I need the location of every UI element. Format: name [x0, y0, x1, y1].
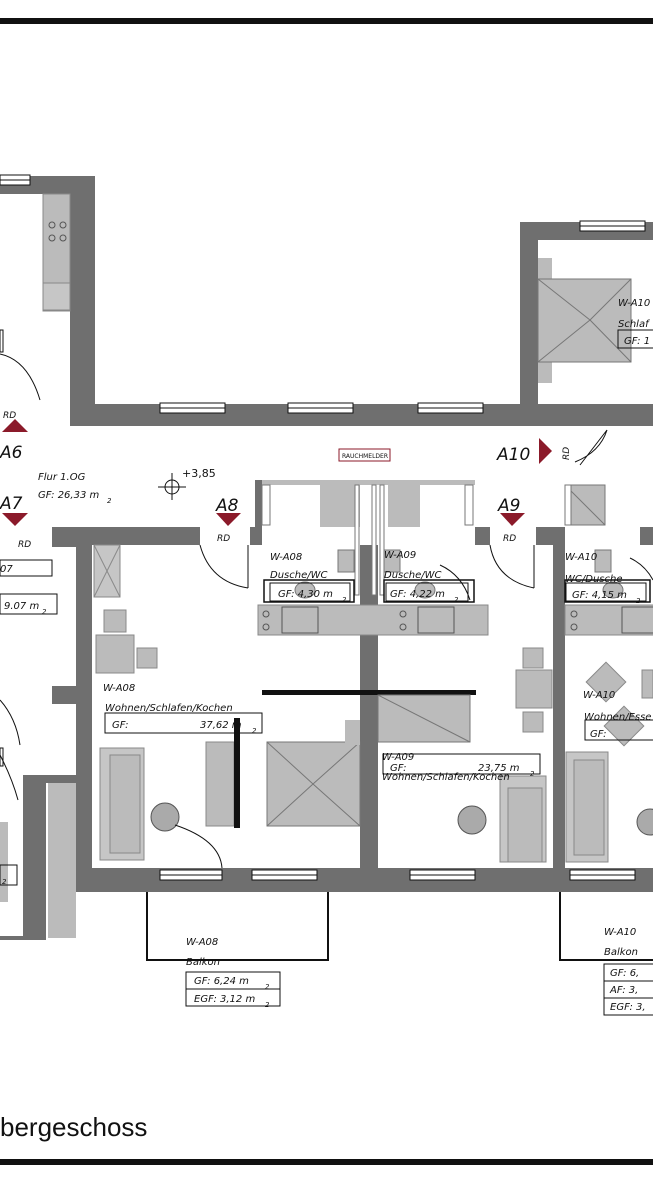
a08-bath-name: Dusche/WC	[270, 570, 327, 581]
marker-a8: A8	[215, 496, 239, 516]
a09-main-code: W-A09	[382, 752, 414, 763]
a08-balkon-gf-sub: 2	[265, 983, 270, 991]
a08-balkon-name: Balkon	[186, 957, 220, 968]
smoke-detector-label: RAUCHMELDER	[342, 453, 388, 460]
marker-a7: A7	[0, 494, 23, 514]
a09-main-gf-label: GF:	[390, 763, 407, 774]
left-room-partial: 07	[0, 564, 13, 575]
a10-balkon-name: Balkon	[604, 947, 638, 958]
a10-main-gf-label: GF:	[590, 729, 607, 740]
balconies	[146, 892, 653, 961]
rd-label: RD	[217, 534, 230, 544]
rd-label: RD	[562, 447, 572, 460]
a08-bath-area: GF: 4,30 m	[278, 589, 333, 600]
a10-main-name: Wohnen/Esse	[584, 712, 651, 723]
a09-main-gf-value: 23,75 m	[478, 763, 520, 774]
area-boxes	[0, 329, 653, 1016]
a08-main-gf-label: GF:	[112, 720, 129, 731]
a09-main-name: Wohnen/Schlafen/Kochen	[382, 772, 510, 783]
a08-main-gf-sub: 2	[252, 727, 257, 735]
marker-a10: A10	[496, 445, 530, 465]
flur-area-sub: 2	[107, 497, 112, 505]
a10-schlaf-name: Schlaf	[618, 319, 650, 330]
rd-label: RD	[18, 540, 31, 550]
a10-balkon-af: AF: 3,	[609, 985, 638, 996]
rd-label: RD	[503, 534, 516, 544]
a08-balkon-egf: EGF: 3,12 m	[194, 994, 255, 1005]
rd-label: RD	[3, 411, 16, 421]
bottom-border	[0, 1159, 653, 1165]
left-room-area-sub: 2	[42, 608, 47, 616]
a10-bath-code: W-A10	[565, 552, 597, 563]
a10-schlaf-gf: GF: 1	[624, 336, 650, 347]
windows	[0, 174, 646, 881]
a09-bath-area-sub: 2	[454, 596, 459, 604]
marker-a9: A9	[497, 496, 520, 516]
a09-main-gf-sub: 2	[530, 770, 535, 778]
a10-schlaf-code: W-A10	[618, 298, 650, 309]
a08-main-name: Wohnen/Schlafen/Kochen	[105, 703, 233, 714]
a08-bath-code: W-A08	[270, 552, 302, 563]
floor-caption: bergeschoss	[0, 1112, 148, 1142]
a10-balkon-code: W-A10	[604, 927, 636, 938]
left-bottom-sub: 2	[2, 878, 7, 886]
a10-bath-name: WC/Dusche	[565, 574, 622, 585]
marker-a6: A6	[0, 443, 23, 463]
a10-balkon-egf: EGF: 3,	[610, 1002, 646, 1013]
elevation-marker-icon	[158, 473, 186, 500]
a09-bath-name: Dusche/WC	[384, 570, 441, 581]
a08-main-code: W-A08	[103, 683, 135, 694]
left-room-area: 9.07 m	[4, 601, 39, 612]
a08-balkon-gf: GF: 6,24 m	[194, 976, 249, 987]
a10-bath-area: GF: 4,15 m	[572, 590, 627, 601]
room-markers	[2, 419, 552, 526]
elevation-label: +3,85	[182, 467, 216, 480]
flur-title: Flur 1.OG	[38, 472, 86, 483]
a10-main-code: W-A10	[583, 690, 615, 701]
a10-balkon-gf: GF: 6,	[610, 968, 639, 979]
a09-bath-area: GF: 4,22 m	[390, 589, 445, 600]
a08-balkon-code: W-A08	[186, 937, 218, 948]
furniture	[0, 193, 653, 938]
top-border	[0, 18, 653, 24]
flur-area: GF: 26,33 m	[38, 490, 99, 501]
smoke-detector-box	[338, 448, 391, 462]
a08-balkon-egf-sub: 2	[265, 1001, 270, 1009]
a08-bath-area-sub: 2	[342, 596, 347, 604]
a08-main-gf-value: 37,62 m	[200, 720, 242, 731]
a09-bath-code: W-A09	[384, 550, 416, 561]
a10-bath-area-sub: 2	[636, 597, 641, 605]
